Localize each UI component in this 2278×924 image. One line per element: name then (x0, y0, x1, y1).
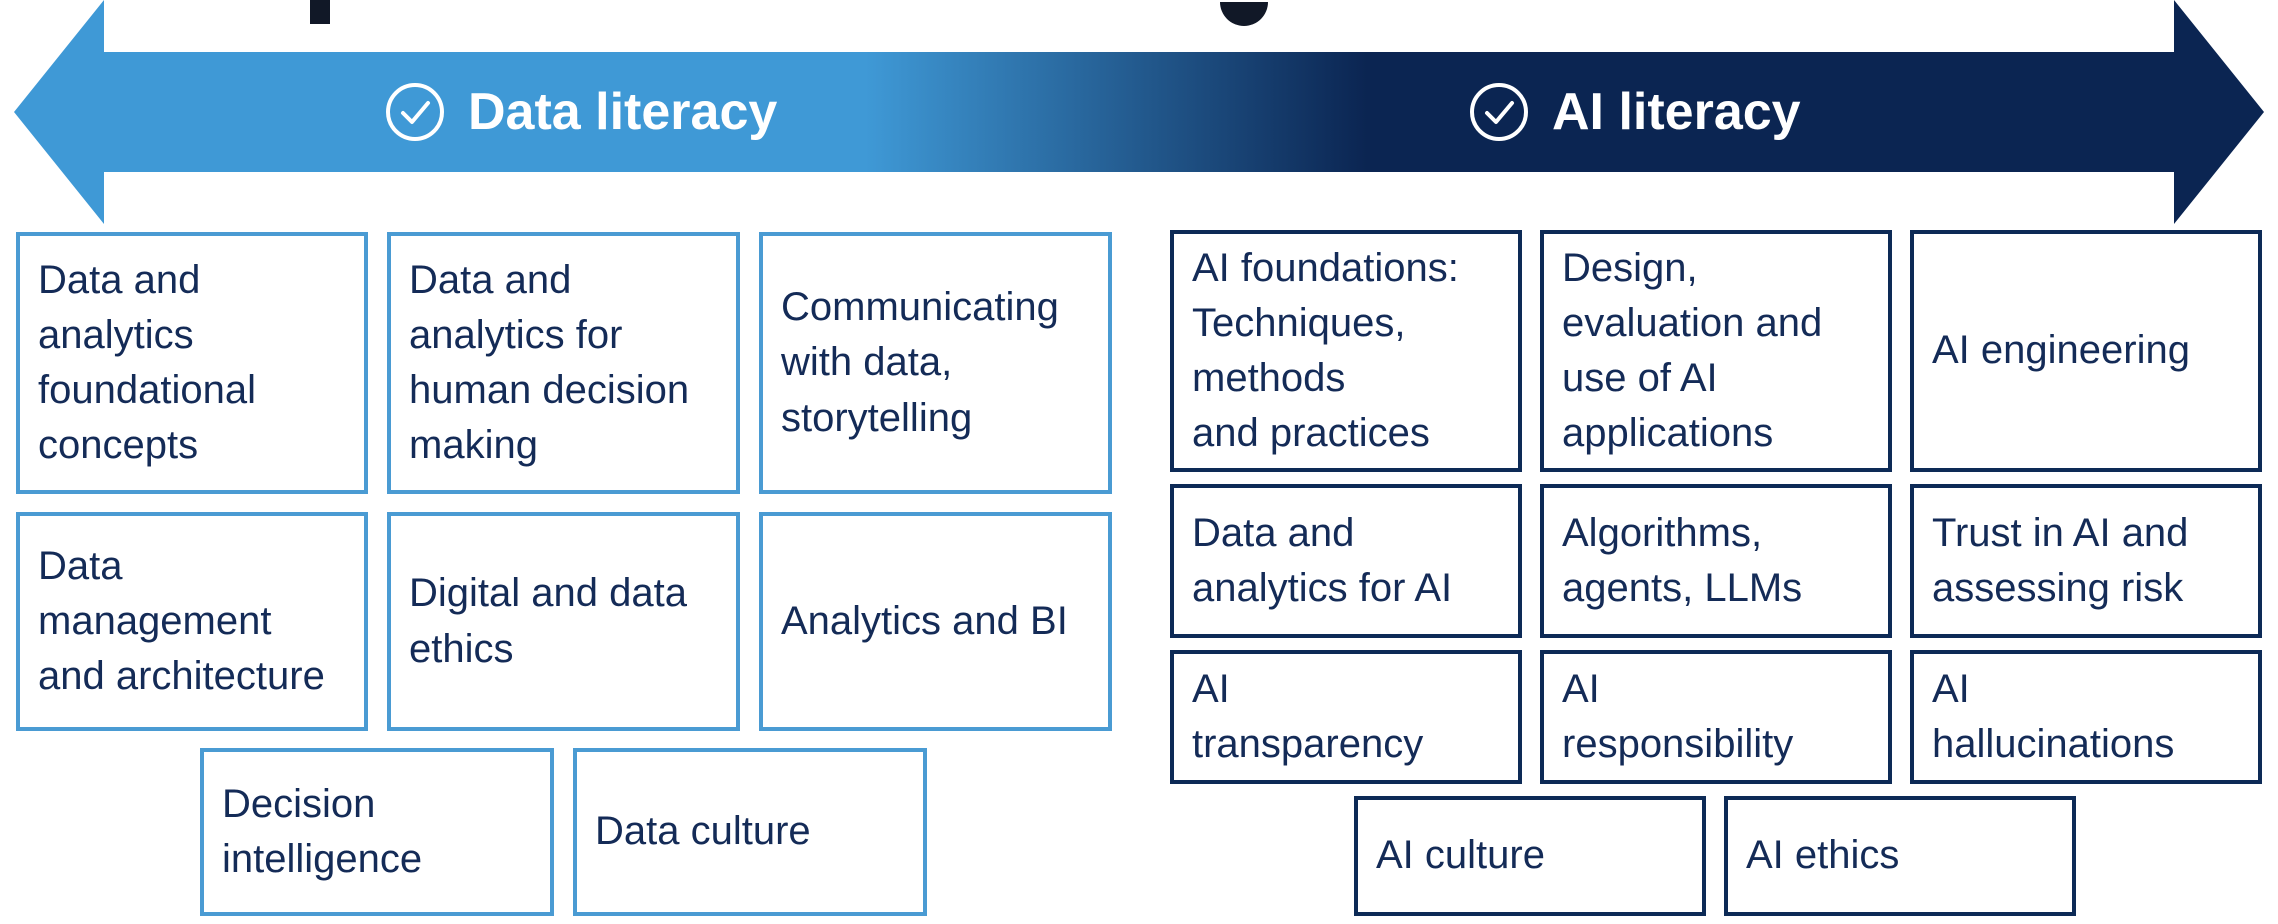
ai-box-algorithms-agents: Algorithms, agents, LLMs (1540, 484, 1892, 638)
ai-box-trust-risk: Trust in AI and assessing risk (1910, 484, 2262, 638)
box-label: AI transparency (1192, 666, 1424, 766)
box-label: AI ethics (1746, 833, 1900, 878)
ai-box-hallucinations: AI hallucinations (1910, 650, 2262, 784)
box-label: Data management and architecture (38, 543, 325, 699)
box-label: AI culture (1376, 833, 1545, 878)
box-label: AI responsibility (1562, 666, 1794, 766)
box-label: Data culture (595, 809, 811, 854)
data-box-analytics-bi: Analytics and BI (759, 512, 1112, 731)
data-box-storytelling: Communicating with data, storytelling (759, 232, 1112, 494)
literacy-spectrum-arrow (14, 0, 2264, 224)
box-label: Design, evaluation and use of AI applica… (1562, 245, 1823, 456)
box-label: AI hallucinations (1932, 666, 2175, 766)
data-box-foundational-concepts: Data and analytics foundational concepts (16, 232, 368, 494)
ai-literacy-title: AI literacy (1552, 83, 1801, 141)
box-label: Digital and data ethics (409, 571, 687, 671)
box-label: Analytics and BI (781, 598, 1068, 643)
box-label: AI foundations: Techniques, methods and … (1192, 245, 1459, 456)
box-label: Communicating with data, storytelling (781, 285, 1059, 440)
ai-box-design-evaluation: Design, evaluation and use of AI applica… (1540, 230, 1892, 472)
box-label: Trust in AI and assessing risk (1932, 510, 2189, 610)
data-literacy-label: Data literacy (384, 70, 777, 154)
box-label: Data and analytics for AI (1192, 510, 1453, 610)
box-label: Data and analytics foundational concepts (38, 257, 256, 468)
data-box-data-culture: Data culture (573, 748, 927, 916)
ai-box-ethics: AI ethics (1724, 796, 2076, 916)
box-label: Algorithms, agents, LLMs (1562, 510, 1803, 610)
data-literacy-title: Data literacy (468, 83, 778, 141)
data-box-digital-data-ethics: Digital and data ethics (387, 512, 740, 731)
data-box-decision-intelligence: Decision intelligence (200, 748, 554, 916)
ai-box-foundations: AI foundations: Techniques, methods and … (1170, 230, 1522, 472)
ai-box-culture: AI culture (1354, 796, 1706, 916)
ai-box-engineering: AI engineering (1910, 230, 2262, 472)
box-label: Decision intelligence (222, 781, 423, 881)
ai-literacy-label: AI literacy (1468, 70, 1801, 154)
box-label: AI engineering (1932, 328, 2190, 373)
check-circle-icon (386, 83, 444, 141)
check-circle-icon (1470, 83, 1528, 141)
ai-box-responsibility: AI responsibility (1540, 650, 1892, 784)
box-label: Data and analytics for human decision ma… (409, 257, 690, 468)
data-box-management-architecture: Data management and architecture (16, 512, 368, 731)
ai-box-data-analytics: Data and analytics for AI (1170, 484, 1522, 638)
ai-box-transparency: AI transparency (1170, 650, 1522, 784)
arrow-shape (14, 0, 2264, 224)
data-box-human-decision-making: Data and analytics for human decision ma… (387, 232, 740, 494)
